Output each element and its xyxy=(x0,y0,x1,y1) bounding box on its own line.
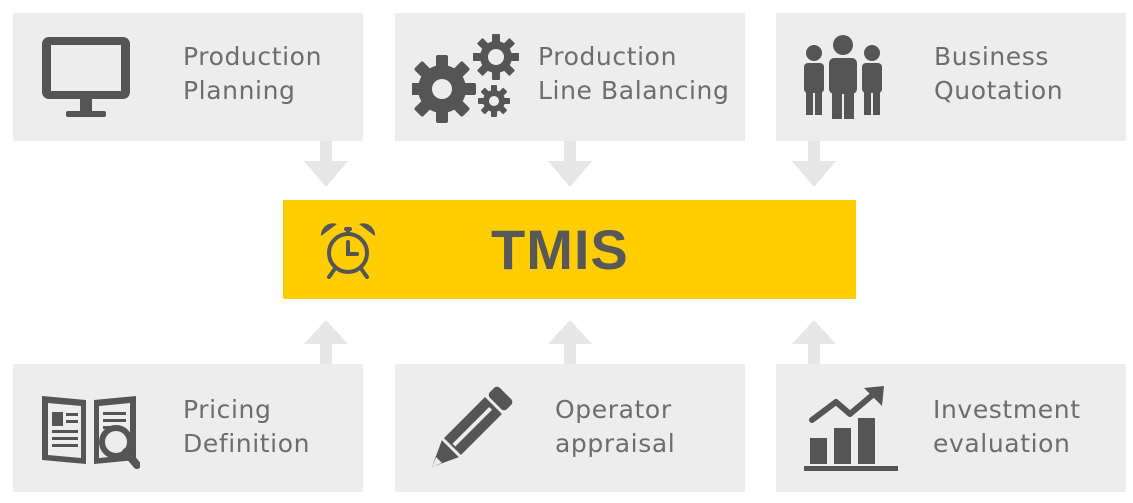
arrow-up-icon xyxy=(792,320,836,364)
business-quotation-label: Business Quotation xyxy=(934,40,1063,108)
production-line-balancing-label: Production Line Balancing xyxy=(538,40,729,108)
pricing-definition-box: Pricing Definition xyxy=(13,364,363,492)
pencil-icon xyxy=(431,386,513,468)
label-line-2: Line Balancing xyxy=(538,76,730,105)
monitor-icon xyxy=(42,37,130,117)
label-line-1: Operator xyxy=(555,395,672,424)
investment-evaluation-box: Investment evaluation xyxy=(776,364,1126,492)
gears-icon xyxy=(412,34,519,123)
label-line-2: appraisal xyxy=(555,429,676,458)
arrow-down-icon xyxy=(304,141,348,187)
arrow-up-icon xyxy=(304,320,348,364)
investment-evaluation-label: Investment evaluation xyxy=(933,393,1081,461)
business-quotation-box: Business Quotation xyxy=(776,13,1126,141)
label-line-2: Definition xyxy=(183,429,311,458)
label-line-1: Production xyxy=(183,42,323,71)
label-line-1: Investment xyxy=(933,395,1081,424)
growth-chart-icon xyxy=(804,386,898,471)
label-line-2: Planning xyxy=(183,76,296,105)
operator-appraisal-box: Operator appraisal xyxy=(395,364,745,492)
arrow-down-icon xyxy=(548,141,592,187)
book-magnifier-icon xyxy=(42,396,140,469)
production-planning-box: Production Planning xyxy=(13,13,363,141)
label-line-2: evaluation xyxy=(933,429,1071,458)
production-line-balancing-box: Production Line Balancing xyxy=(395,13,745,141)
people-group-icon xyxy=(804,35,882,119)
alarm-clock-icon xyxy=(320,223,376,279)
label-line-1: Pricing xyxy=(183,395,272,424)
production-planning-label: Production Planning xyxy=(183,40,322,108)
operator-appraisal-label: Operator appraisal xyxy=(555,393,675,461)
arrow-up-icon xyxy=(548,320,592,364)
arrow-down-icon xyxy=(792,141,836,187)
tmis-title: TMIS xyxy=(491,218,629,281)
label-line-1: Production xyxy=(538,42,678,71)
tmis-center-box: TMIS xyxy=(283,200,856,299)
label-line-2: Quotation xyxy=(934,76,1064,105)
pricing-definition-label: Pricing Definition xyxy=(183,393,310,461)
label-line-1: Business xyxy=(934,42,1050,71)
